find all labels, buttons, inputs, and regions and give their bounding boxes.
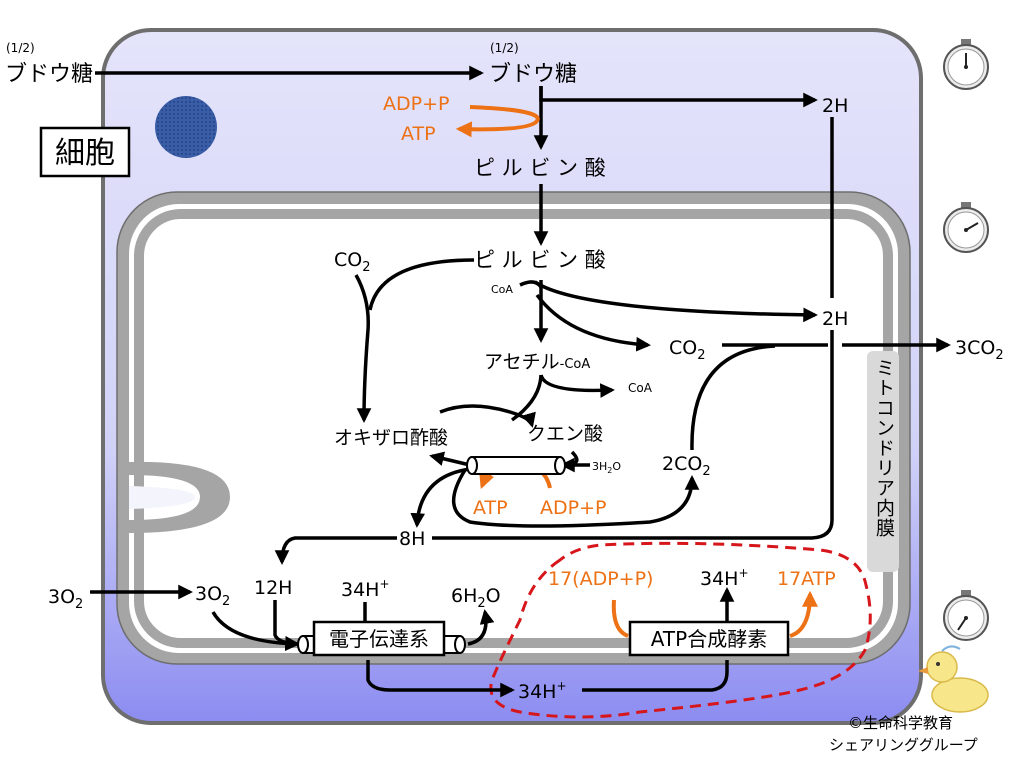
copyright2: シェアリンググループ xyxy=(829,736,978,754)
mitochondrial-matrix xyxy=(165,243,862,616)
three-co2-out: 3CO2 xyxy=(955,337,1004,363)
etc-label: 電子伝達系 xyxy=(329,627,429,651)
crista-fold xyxy=(129,461,230,533)
duck-mascot-icon xyxy=(918,645,989,713)
h-plus-34-bottom: 34H+ xyxy=(518,679,567,703)
glucose-half-outside: (1/2) xyxy=(6,41,35,55)
coa-in: CoA xyxy=(491,283,513,296)
atp-synthesis-region xyxy=(489,541,872,719)
adp-p-glycolysis: ADP+P xyxy=(383,93,449,115)
adp-p-17: 17(ADP+P) xyxy=(548,568,653,590)
oxaloacetate: オキザロ酢酸 xyxy=(334,427,448,449)
three-h2o: 3H2O xyxy=(592,460,621,475)
three-o2-inside: 3O2 xyxy=(195,583,230,609)
two-co2: 2CO2 xyxy=(662,453,711,479)
crista-fold-inner xyxy=(129,486,195,509)
citrate: クエン酸 xyxy=(527,423,603,445)
cell-label: 細胞 xyxy=(55,136,115,171)
glucose-outside: ブドウ糖 xyxy=(5,62,93,87)
adp-p-cycle: ADP+P xyxy=(540,497,606,519)
co2-left: CO2 xyxy=(334,249,371,275)
stopwatch-icon xyxy=(943,590,989,641)
two-h-top: 2H xyxy=(822,95,848,117)
nucleus xyxy=(155,96,217,158)
copyright: ©生命科学教育 xyxy=(848,714,953,732)
glucose-half-inside: (1/2) xyxy=(490,41,519,55)
six-h2o: 6H2O xyxy=(451,585,501,611)
pyruvate-mito: ピ ル ビ ン 酸 xyxy=(474,248,606,272)
stopwatch-icon xyxy=(943,39,989,90)
atp-17: 17ATP xyxy=(777,568,836,590)
cell-label-box xyxy=(39,126,131,178)
twelve-h: 12H xyxy=(254,577,292,599)
h-plus-34-a: 34H+ xyxy=(341,577,390,601)
three-o2-outside: 3O2 xyxy=(48,586,83,612)
pyruvate-cytoplasm: ピ ル ビ ン 酸 xyxy=(474,156,606,180)
membrane-label: ミトコンドリア内膜 xyxy=(873,358,895,538)
atp-synthase-label: ATP合成酵素 xyxy=(651,627,767,651)
acetyl-coa: アセチル-CoA xyxy=(484,351,590,373)
eight-h: 8H xyxy=(399,528,425,550)
krebs-cycle-cylinder xyxy=(466,456,566,475)
atp-synthase-box xyxy=(628,620,790,657)
atp-glycolysis: ATP xyxy=(401,123,436,145)
h-plus-34-b: 34H+ xyxy=(700,566,749,590)
glucose-inside: ブドウ糖 xyxy=(489,62,577,87)
atp-cycle: ATP xyxy=(473,497,508,519)
membrane-label-box xyxy=(867,351,899,572)
etc-label-box xyxy=(312,620,446,657)
two-h-mito: 2H xyxy=(822,308,848,330)
coa-out: CoA xyxy=(628,381,653,395)
stopwatch-icon xyxy=(943,202,989,253)
co2-mid: CO2 xyxy=(669,337,706,363)
